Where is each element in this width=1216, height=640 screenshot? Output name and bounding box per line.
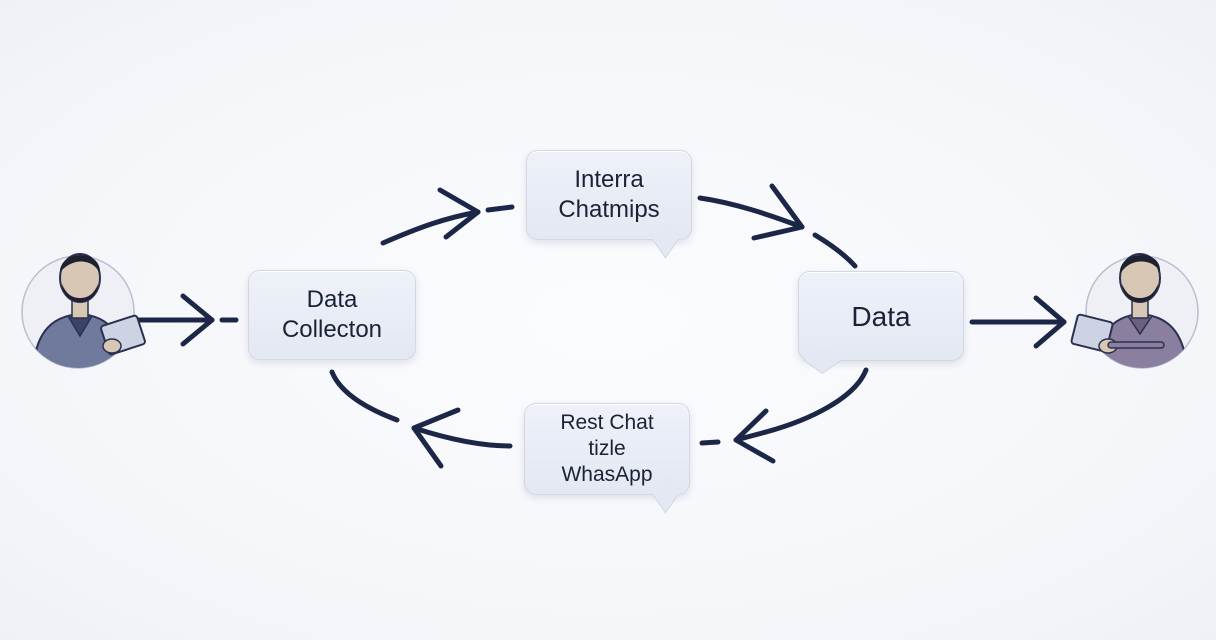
arc-data-to-bottom <box>733 429 769 443</box>
node-bottom-line-1: Rest Chat <box>560 410 654 434</box>
arc-collection-to-top <box>380 209 481 246</box>
arc-bottom-to-collection-head <box>411 407 461 469</box>
arrow-person-to-collection-head <box>180 293 215 347</box>
right-person-avatar <box>1070 253 1199 369</box>
node-data: Data <box>798 271 964 374</box>
node-left-line-1: Data <box>306 286 358 313</box>
node-interra-chatmips: Interra Chatmips <box>526 150 692 259</box>
arc-data-to-bottom-tail <box>763 367 869 435</box>
node-left-line-2: Collecton <box>281 316 383 343</box>
left-person-avatar <box>21 253 146 369</box>
arc-collection-to-top-head <box>437 187 481 240</box>
node-top-line-2: Chatmips <box>558 196 660 223</box>
person-tablet-icon <box>1070 253 1199 369</box>
arc-top-to-data-head <box>751 183 805 241</box>
arc-data-to-bottom-head <box>733 408 776 464</box>
node-bottom-line-3: WhasApp <box>561 463 653 487</box>
arc-top-to-data <box>697 195 805 230</box>
node-rest-chat: Rest Chat tizle WhasApp <box>524 403 690 514</box>
node-top-line-1: Interra <box>574 166 644 193</box>
node-data-collection: Data Collecton <box>248 270 416 360</box>
connector-dash-top-left <box>485 204 515 213</box>
node-right-line-1: Data <box>851 300 911 332</box>
arrow-data-to-person-head <box>1033 295 1067 349</box>
connector-dash-top-right <box>812 232 858 269</box>
person-tablet-icon <box>21 253 146 369</box>
arc-bottom-to-collection <box>411 425 513 449</box>
node-bottom-line-2: tizle <box>588 436 626 460</box>
connector-dash-bottom-right <box>699 439 721 446</box>
connector-dash-bottom-left <box>329 369 400 423</box>
